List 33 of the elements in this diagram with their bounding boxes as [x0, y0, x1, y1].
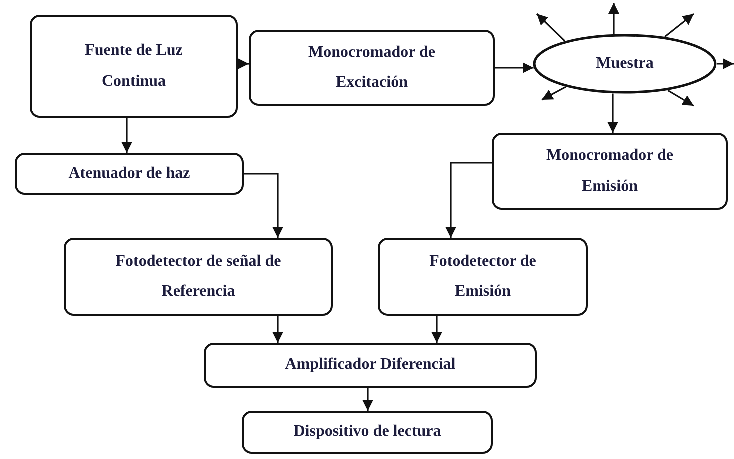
process-box	[15, 153, 244, 195]
node-label: Fotodetector de señal de Referencia	[114, 252, 282, 302]
node-label: Fotodetector de Emisión	[428, 252, 538, 302]
emission-arrow	[717, 58, 734, 70]
sample-ellipse	[533, 34, 717, 94]
arrow	[432, 316, 442, 343]
process-box	[64, 238, 333, 316]
process-box	[242, 411, 493, 454]
arrow	[122, 118, 132, 153]
node-label: Monocromador de Excitación	[308, 42, 436, 93]
emission-arrow	[536, 13, 566, 42]
emission-arrow	[542, 86, 566, 101]
process-box	[30, 15, 238, 118]
process-box	[378, 238, 588, 316]
process-box	[492, 133, 728, 210]
arrow	[272, 316, 284, 343]
process-box	[204, 343, 537, 388]
arrow	[238, 58, 249, 70]
arrow	[446, 162, 492, 238]
process-box	[249, 30, 495, 106]
emission-arrow	[668, 90, 694, 107]
node-label: Amplificador Diferencial	[284, 355, 457, 376]
node-label: Atenuador de haz	[68, 164, 192, 184]
emission-arrow	[608, 3, 620, 34]
arrow	[608, 94, 618, 133]
node-label: Fuente de Luz Continua	[84, 41, 184, 92]
node-label: Muestra	[595, 54, 655, 74]
node-label: Dispositivo de lectura	[292, 422, 442, 442]
emission-arrow	[664, 13, 694, 38]
arrow	[244, 173, 284, 238]
arrow	[495, 62, 534, 74]
arrow	[362, 388, 374, 411]
node-label: Monocromador de Emisión	[546, 146, 674, 196]
